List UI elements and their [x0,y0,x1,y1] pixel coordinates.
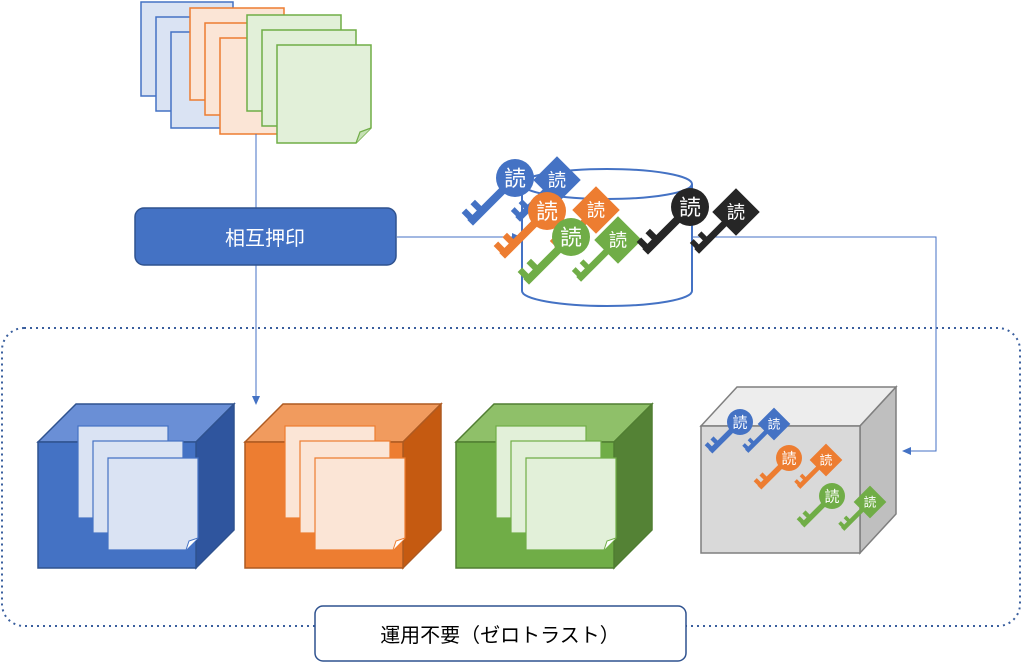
document-stack-green [246,14,372,144]
read-key-6: 読 [571,216,642,282]
document-box-blue-papers [77,425,199,551]
read-key-3-label: 読 [536,200,558,225]
box-read-key-2-label: 読 [768,417,781,432]
zone-label: 運用不要（ゼロトラスト） [380,623,620,647]
read-key-2: 読 [510,156,581,222]
read-key-8: 読 [689,188,760,254]
box-read-key-5: 読 [796,483,845,528]
read-key-1: 読 [461,159,534,226]
read-key-2-label: 読 [548,171,566,192]
box-read-key-5-label: 読 [825,487,840,505]
document-box-green [454,402,654,570]
document-box-orange-papers [284,425,406,551]
connector-keystore-to-keybox [692,236,937,455]
read-key-7-label: 読 [679,196,701,221]
read-key-8-label: 読 [727,203,745,224]
box-read-key-6-label: 読 [864,495,877,510]
process-label: 相互押印 [225,226,305,250]
read-key-6-label: 読 [609,231,627,252]
read-key-5-label: 読 [560,226,582,251]
zone-label-box: 運用不要（ゼロトラスト） [314,605,687,662]
box-read-key-3: 読 [753,445,802,490]
read-key-4-label: 読 [587,201,605,222]
document-box-green-papers [495,425,617,551]
box-read-key-4-label: 読 [820,453,833,468]
key-box-keys: 読読読読読読 [704,407,887,531]
key-store-keys: 読読読読読読読読 [461,156,760,285]
read-key-3: 読 [493,192,566,259]
key-box [699,385,898,555]
box-read-key-2: 読 [742,407,791,453]
read-key-5: 読 [517,218,590,285]
box-read-key-3-label: 読 [782,449,797,467]
document-box-orange [243,402,443,570]
document-stack-top [140,1,372,144]
box-read-key-1-label: 読 [733,413,748,431]
process-mutual-seal: 相互押印 [134,207,397,266]
document-boxes [36,402,654,570]
box-read-key-6: 読 [838,485,887,531]
read-key-1-label: 読 [504,167,526,192]
read-key-7: 読 [636,188,709,255]
box-read-key-4: 読 [794,443,843,489]
box-read-key-1: 読 [704,409,753,454]
document-box-blue [36,402,236,570]
